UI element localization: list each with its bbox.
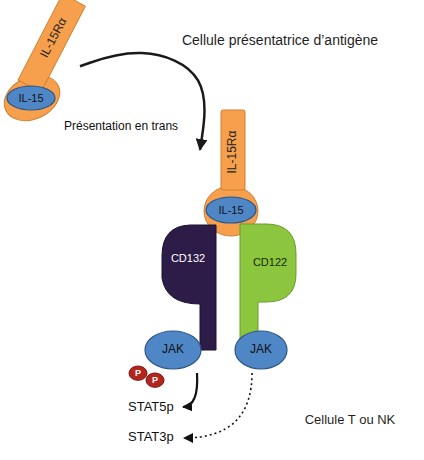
presentation-note: Présentation en trans	[64, 120, 178, 134]
il15-ligand: IL-15	[205, 196, 257, 224]
antigen-presenting-cell: IL-15IL-15RαIL-15IL-15RαCellule présenta…	[0, 0, 424, 125]
cd122-chain-outline	[240, 212, 296, 347]
shape-part	[145, 331, 201, 369]
stat5-arrow	[183, 373, 197, 407]
node-label: CD122	[253, 256, 287, 269]
cd122-chain: CD122	[240, 212, 296, 347]
node-label: IL-15	[18, 92, 43, 105]
il15-ligand: IL-15	[6, 85, 56, 111]
node-label: P	[135, 368, 141, 378]
shape-part	[18, 0, 85, 92]
shape-part	[240, 224, 296, 347]
presentation-arrow	[80, 53, 205, 150]
node-label: P	[152, 375, 158, 385]
stat-label: STAT3p	[128, 430, 174, 445]
node-label: Cellule T ou NK	[305, 413, 396, 428]
node-label: Cellule présentatrice d’antigène	[182, 32, 378, 48]
node-label: CD132	[171, 252, 205, 265]
jak-kinase: JAK	[144, 330, 202, 370]
shape-part	[235, 331, 287, 369]
shape-part	[206, 197, 256, 223]
node-label: IL-15Rα	[226, 131, 240, 174]
jak-kinase: JAK	[234, 330, 288, 370]
shape-part	[221, 110, 245, 190]
node-label: JAK	[250, 343, 272, 357]
stat-label: STAT5p	[128, 400, 174, 415]
shape-part	[129, 366, 147, 380]
cd132-chain: CD132	[158, 222, 216, 350]
phosphate-dot: P	[145, 372, 165, 388]
shape-part	[7, 86, 55, 110]
node-label: JAK	[162, 343, 184, 357]
il15-receptor-alpha: IL-15IL-15Rα	[0, 0, 80, 125]
il15-receptor-alpha: IL-15 IL-15Rα	[200, 112, 260, 238]
shape-part	[146, 373, 164, 387]
shape-part	[162, 225, 216, 350]
stat3-dotted-arrow	[184, 373, 252, 438]
node-label: IL-15	[218, 204, 243, 217]
cd132-chain-outline	[158, 222, 216, 350]
phosphate-dot: P	[128, 365, 148, 381]
shape-part	[0, 0, 424, 124]
